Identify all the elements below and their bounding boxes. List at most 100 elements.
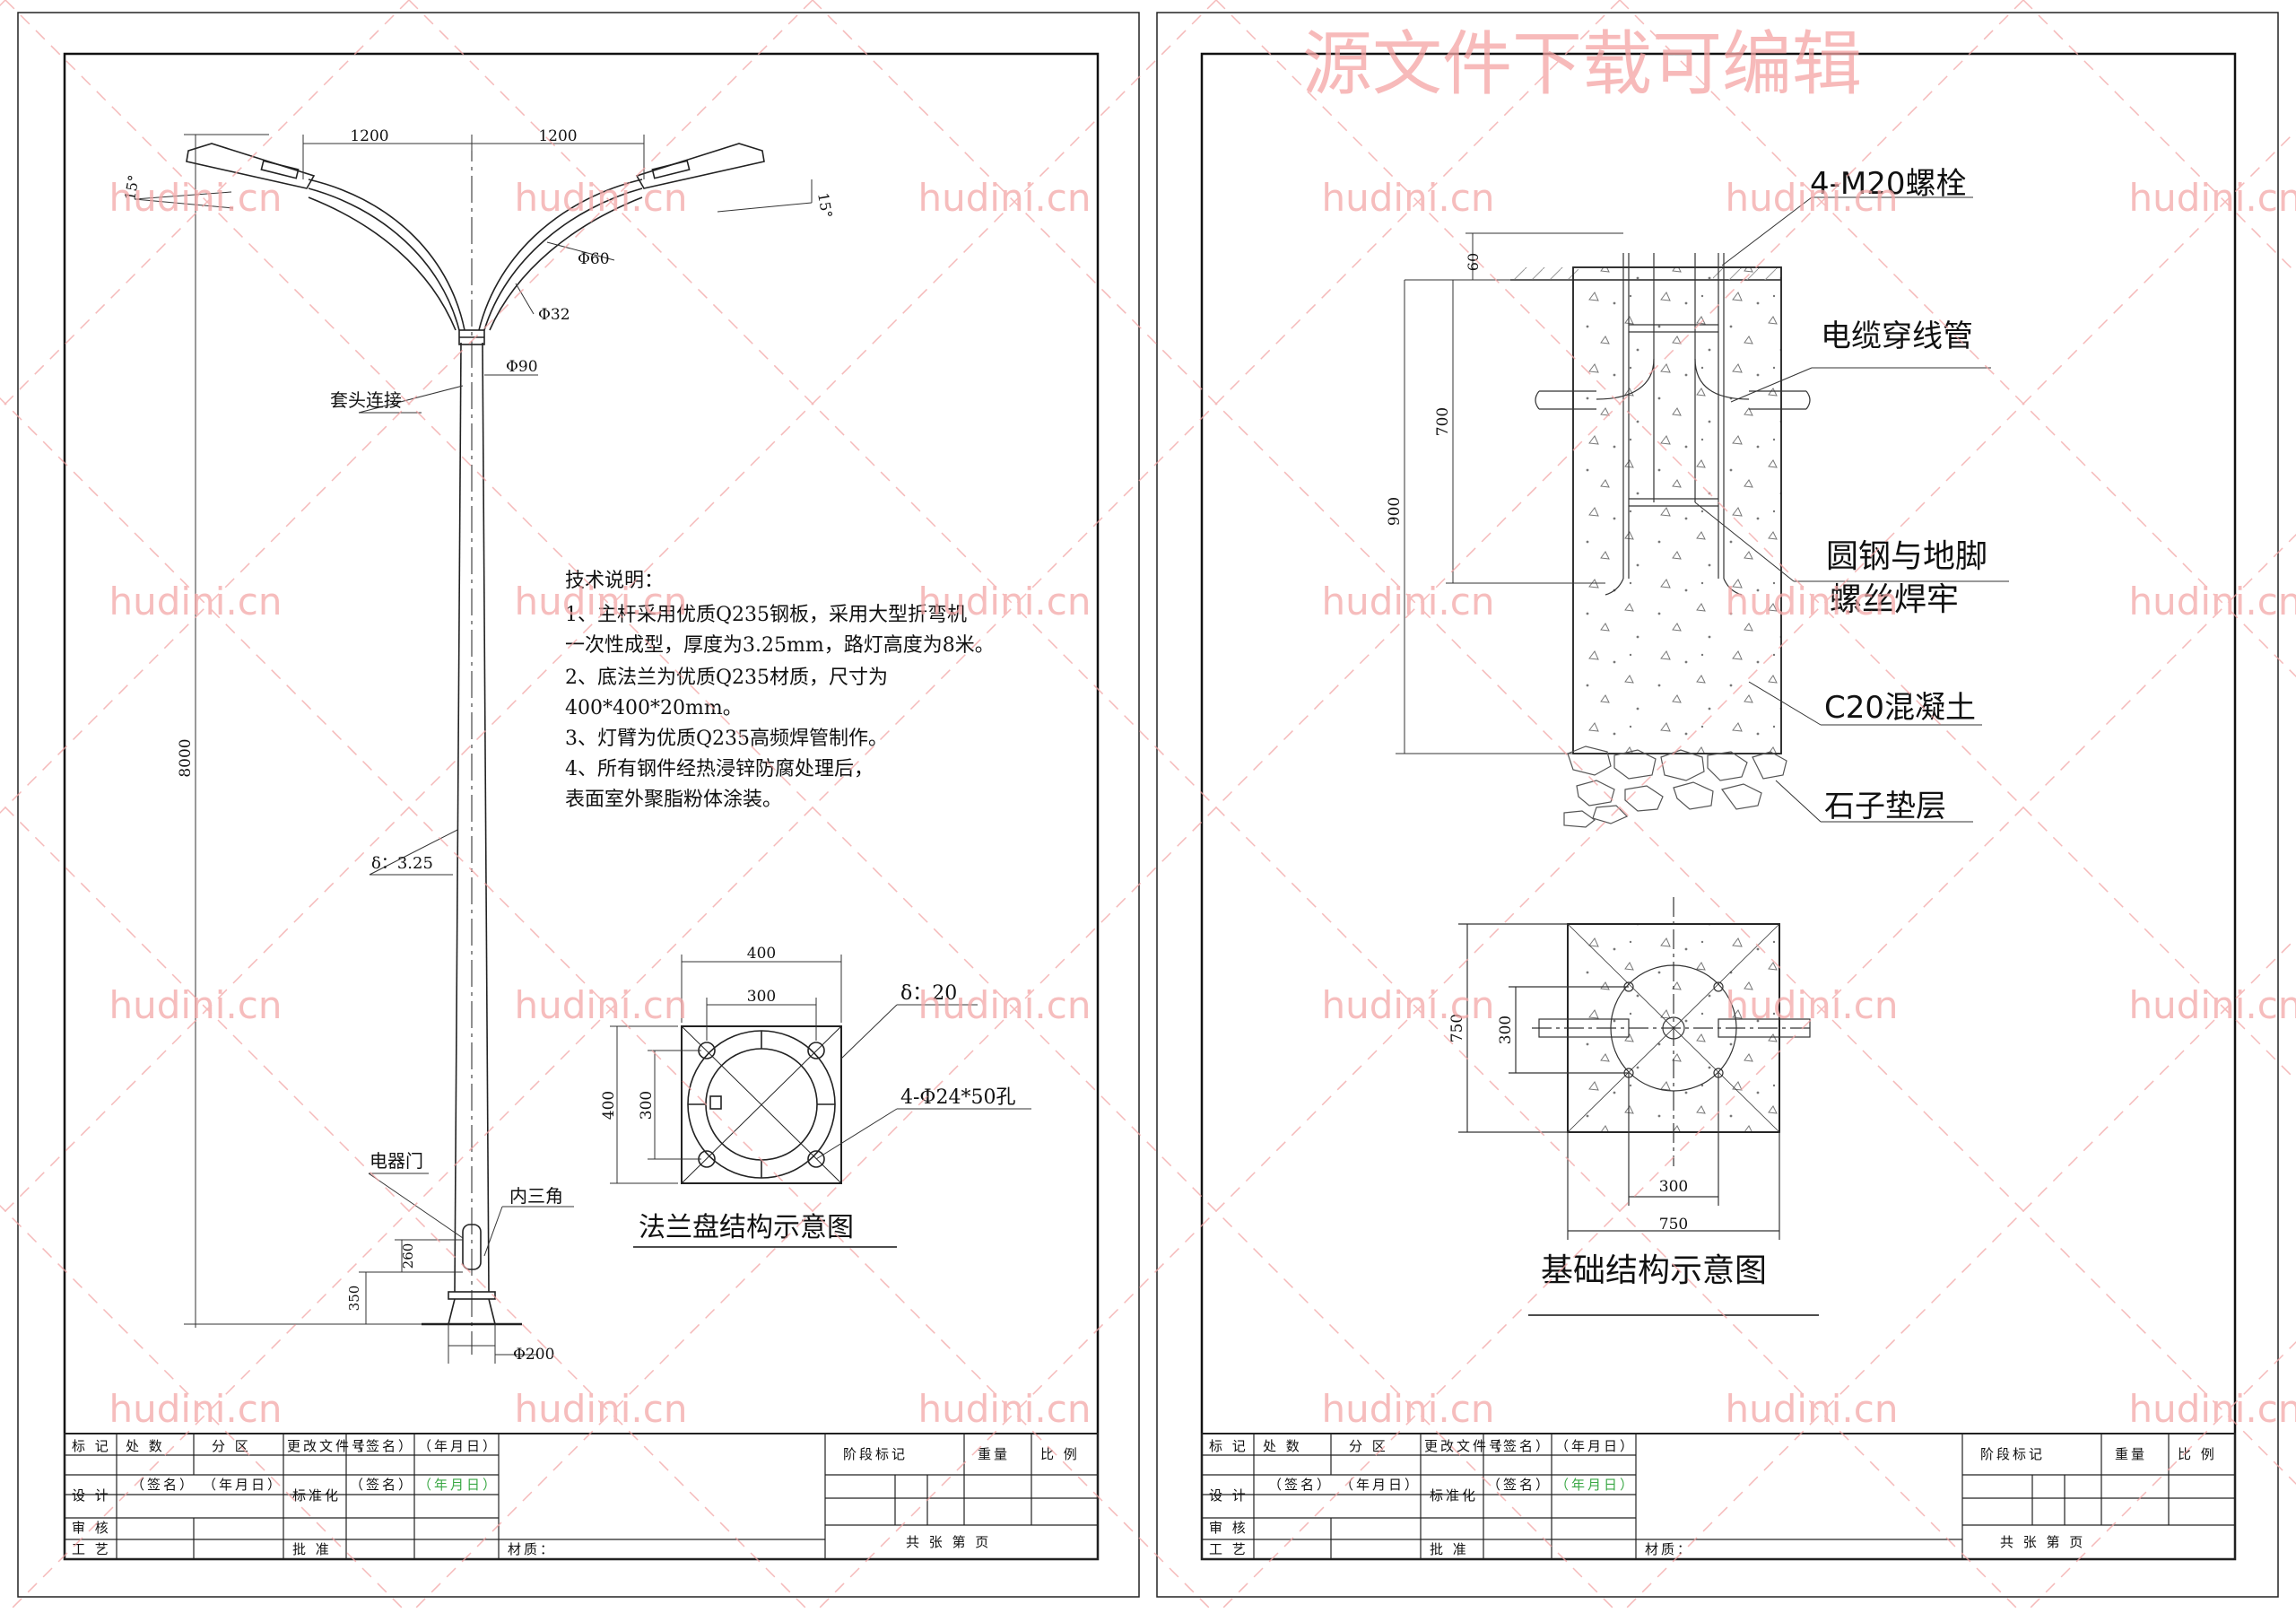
dim-pole-top: Φ90 — [506, 358, 538, 376]
label-bolt: 4-M20螺栓 — [1810, 166, 1967, 202]
watermark-text: hudini.cn — [2129, 580, 2296, 623]
flange-texts: 400 300 400 300 δ：20 4-Φ24*50孔 法兰盘结构示意图 — [600, 945, 1015, 1243]
plan-height-inner: 300 — [1497, 1016, 1515, 1044]
dim-angle-right: 15° — [814, 191, 836, 219]
label-sleeve-joint: 套头连接 — [330, 389, 402, 411]
tb-right-approve: 批 准 — [1430, 1541, 1469, 1557]
tb-right-sign: （签名） — [1487, 1438, 1552, 1454]
watermark-text: hudini.cn — [515, 580, 688, 623]
tech-note-line: 4、所有钢件经热浸锌防腐处理后， — [565, 758, 874, 780]
watermark-line — [408, 0, 2019, 1610]
tb-left-sheets: 共 张 第 页 — [906, 1534, 991, 1550]
watermark-line — [0, 800, 808, 1610]
pole-callouts: 套头连接 δ：3.25 电器门 内三角 — [330, 389, 563, 1207]
luminaire-left — [186, 143, 316, 189]
dim-arm-right: 1200 — [538, 127, 577, 145]
luminaire-right — [635, 143, 765, 189]
flange-title: 法兰盘结构示意图 — [639, 1212, 854, 1243]
dim-angle-left: 15° — [121, 173, 143, 201]
right-sheet-border — [1156, 12, 2279, 1598]
watermark-line — [0, 0, 410, 411]
watermark-line — [2022, 0, 2296, 275]
watermark-title: 源文件下载可编辑 — [1302, 24, 1862, 105]
tb-right-stage-mark: 阶段标记 — [1980, 1446, 2045, 1462]
label-weld-line2: 螺丝焊牢 — [1830, 581, 1959, 618]
tb-right-design-sign: （签名） — [1268, 1477, 1333, 1493]
tb-right-zone: 分 区 — [1349, 1438, 1388, 1454]
tech-notes: 技术说明： 1、主杆采用优质Q235钢板，采用大型折弯机 一次性成型，厚度为3.… — [565, 570, 995, 811]
tb-left-sign: （签名） — [350, 1438, 414, 1454]
watermark-text: hudini.cn — [109, 176, 283, 220]
watermark-text: hudini.cn — [918, 983, 1091, 1027]
lamp-arms — [186, 143, 765, 331]
tb-left-stage-mark: 阶段标记 — [843, 1446, 908, 1462]
label-inner-triangle: 内三角 — [509, 1185, 563, 1207]
label-wall-thickness: δ：3.25 — [371, 854, 433, 873]
tb-right-weight: 重量 — [2115, 1446, 2147, 1462]
dim-total-depth: 900 — [1386, 497, 1404, 526]
tb-right-sheets: 共 张 第 页 — [2000, 1534, 2085, 1550]
tech-note-line: 表面室外聚脂粉体涂装。 — [565, 789, 782, 811]
tb-right-date: （年月日） — [1555, 1438, 1636, 1454]
flange-holes: 4-Φ24*50孔 — [900, 1086, 1015, 1109]
watermark-line — [1221, 533, 2296, 1610]
watermark-line — [10, 0, 1621, 1610]
watermark-text: hudini.cn — [1322, 580, 1495, 623]
left-sheet-border — [17, 12, 1140, 1598]
foundation-plan: 750 300 300 750 基础结构示意图 — [1448, 897, 1819, 1316]
flange-height-outer: 400 — [600, 1091, 618, 1120]
dim-top: 60 — [1465, 253, 1482, 271]
flange-plate-drawing — [610, 955, 1031, 1248]
tb-left-scale: 比 例 — [1040, 1446, 1080, 1462]
watermark-line — [1215, 0, 2296, 1082]
watermark-text: hudini.cn — [2129, 1387, 2296, 1431]
foundation-title: 基础结构示意图 — [1541, 1252, 1767, 1289]
tb-right-change-doc: 更改文件号 — [1424, 1438, 1505, 1454]
pole-dimension-lines — [134, 134, 813, 1364]
watermark-line — [817, 129, 2296, 1610]
tb-left-standardize: 标准化 — [292, 1487, 341, 1504]
label-weld-line1: 圆钢与地脚 — [1826, 538, 1987, 575]
foundation-section: 60 700 900 4-M20螺栓 电缆穿线管 圆钢与地脚 螺丝焊牢 C20混… — [1386, 166, 2009, 828]
watermark-line — [1624, 937, 2296, 1610]
flange-width-outer: 400 — [747, 945, 776, 963]
watermark-text: hudini.cn — [2129, 983, 2296, 1027]
tb-right-review: 审 核 — [1209, 1520, 1248, 1536]
watermark-line — [812, 0, 2296, 1486]
label-cable-conduit: 电缆穿线管 — [1821, 318, 1973, 354]
plan-width-inner: 300 — [1659, 1178, 1688, 1196]
left-sheet: 1200 1200 15° 15° Φ60 Φ32 Φ90 8000 Φ200 … — [17, 12, 1140, 1598]
dim-arm-left: 1200 — [350, 127, 388, 145]
dim-door-offset: 350 — [346, 1286, 362, 1312]
tb-left-mark: 标 记 — [72, 1438, 111, 1454]
dim-bolt-depth: 700 — [1434, 407, 1452, 436]
tb-left-date: （年月日） — [418, 1438, 499, 1454]
tb-right-std-sign: （签名） — [1487, 1477, 1552, 1493]
tech-note-line: 400*400*20mm。 — [565, 697, 743, 719]
tb-right-process: 工 艺 — [1209, 1541, 1248, 1557]
tb-right-std-date: （年月日） — [1555, 1477, 1636, 1493]
tech-notes-title: 技术说明： — [565, 570, 664, 592]
tb-left-material: 材质： — [508, 1541, 556, 1557]
tb-left-design: 设 计 — [72, 1487, 111, 1504]
watermark-text: hudini.cn — [918, 176, 1091, 220]
tb-right-design: 设 计 — [1209, 1487, 1248, 1504]
flange-height-inner: 300 — [638, 1091, 656, 1120]
watermark-text: hudini.cn — [1322, 1387, 1495, 1431]
title-block-right: 标 记 处 数 分 区 更改文件号 （签名） （年月日） 设 计 （签名） （年… — [1201, 1433, 2236, 1560]
tb-right-count: 处 数 — [1263, 1438, 1302, 1454]
label-gravel: 石子垫层 — [1824, 789, 1946, 824]
lamp-pole — [422, 135, 522, 1355]
tb-left-change-doc: 更改文件号 — [287, 1438, 368, 1454]
tb-right-material: 材质： — [1645, 1541, 1693, 1557]
dim-arm-pipe-inner: Φ32 — [538, 306, 570, 324]
watermark-line — [1619, 0, 2296, 678]
tech-note-line: 2、底法兰为优质Q235材质，尺寸为 — [565, 667, 888, 689]
label-electrical-door: 电器门 — [370, 1150, 423, 1172]
watermark-line — [4, 0, 1615, 1610]
tb-left-design-sign: （签名） — [131, 1477, 196, 1493]
watermark-text: hudini.cn — [109, 1387, 283, 1431]
